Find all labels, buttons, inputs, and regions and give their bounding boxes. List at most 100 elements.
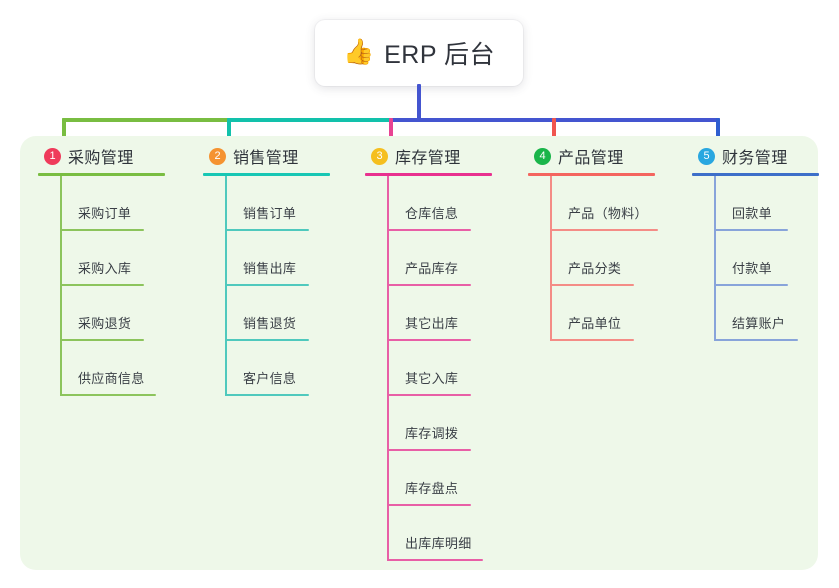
module-item-label: 付款单 [732, 261, 772, 276]
module-item-rule [550, 229, 658, 231]
module-item-label: 出库库明细 [405, 536, 472, 551]
module-item[interactable]: 出库库明细 [387, 506, 492, 561]
module-item-label: 产品单位 [568, 316, 622, 331]
module-badge-4: 4 [534, 147, 551, 165]
module-header-rule-3 [365, 173, 492, 176]
module-header-rule-4 [528, 173, 655, 176]
module-item-label: 其它入库 [405, 371, 459, 386]
drop-line-3 [389, 118, 393, 146]
module-column-4: 4 产品管理产品（物料） 产品分类产品单位 [528, 136, 658, 341]
module-title-3: 库存管理 [395, 150, 461, 167]
module-spine-1 [60, 176, 62, 396]
module-item-rule [225, 284, 309, 286]
module-item-label: 结算账户 [732, 316, 786, 331]
module-item-label: 库存盘点 [405, 481, 459, 496]
module-header-rule-2 [203, 173, 330, 176]
module-title-2: 销售管理 [233, 150, 299, 167]
module-item-rule [225, 229, 309, 231]
module-badge-5: 5 [698, 147, 715, 165]
module-item-label: 产品分类 [568, 261, 622, 276]
root-title: ERP 后台 [384, 41, 496, 69]
module-item-label: 库存调拨 [405, 426, 459, 441]
module-item-label: 销售出库 [243, 261, 297, 276]
module-item-label: 回款单 [732, 206, 772, 221]
module-item-rule [60, 229, 144, 231]
module-title-4: 产品管理 [558, 150, 624, 167]
module-item-label: 采购订单 [78, 206, 132, 221]
module-badge-3: 3 [371, 147, 388, 165]
module-header-3[interactable]: 3 库存管理 [365, 136, 492, 176]
module-item[interactable]: 采购入库 [60, 231, 165, 286]
module-header-rule-5 [692, 173, 819, 176]
module-item[interactable]: 其它出库 [387, 286, 492, 341]
module-item[interactable]: 库存盘点 [387, 451, 492, 506]
module-item[interactable]: 库存调拨 [387, 396, 492, 451]
module-item-label: 产品库存 [405, 261, 459, 276]
module-items-5: 回款单付款单结算账户 [714, 176, 819, 341]
module-item-rule [60, 284, 144, 286]
module-item-rule [387, 229, 471, 231]
module-item-rule [714, 284, 788, 286]
module-item[interactable]: 回款单 [714, 176, 819, 231]
module-item[interactable]: 其它入库 [387, 341, 492, 396]
module-header-4[interactable]: 4 产品管理 [528, 136, 655, 176]
root-node-card[interactable]: 👍 ERP 后台 [315, 20, 523, 86]
module-item[interactable]: 产品分类 [550, 231, 655, 286]
module-item[interactable]: 销售退货 [225, 286, 330, 341]
module-item-label: 供应商信息 [78, 371, 145, 386]
module-title-5: 财务管理 [722, 150, 788, 167]
module-item[interactable]: 产品库存 [387, 231, 492, 286]
module-title-1: 采购管理 [68, 150, 134, 167]
module-item-rule [225, 339, 309, 341]
module-header-5[interactable]: 5 财务管理 [692, 136, 819, 176]
drop-line-2 [227, 118, 231, 146]
module-item[interactable]: 客户信息 [225, 341, 330, 396]
module-item-rule [387, 559, 483, 561]
module-item-rule [60, 339, 144, 341]
thumbs-up-icon: 👍 [342, 37, 375, 66]
module-item-label: 销售订单 [243, 206, 297, 221]
module-items-3: 仓库信息产品库存其它出库其它入库库存调拨库存盘点出库库明细 [387, 176, 492, 561]
module-item-label: 采购退货 [78, 316, 132, 331]
module-item[interactable]: 付款单 [714, 231, 819, 286]
module-item[interactable]: 结算账户 [714, 286, 819, 341]
bar-segment-teal [227, 118, 393, 122]
module-item[interactable]: 仓库信息 [387, 176, 492, 231]
module-spine-5 [714, 176, 716, 341]
module-header-rule-1 [38, 173, 165, 176]
module-item[interactable]: 采购订单 [60, 176, 165, 231]
drop-line-5 [716, 118, 720, 146]
module-item[interactable]: 供应商信息 [60, 341, 165, 396]
trunk-line [417, 84, 421, 122]
module-badge-1: 1 [44, 147, 61, 165]
module-item-label: 产品（物料） [568, 206, 648, 221]
module-badge-2: 2 [209, 147, 226, 165]
drop-line-4 [552, 118, 556, 146]
module-item[interactable]: 产品单位 [550, 286, 655, 341]
modules-panel: 1 采购管理采购订单采购入库采购退货供应商信息 2 销售管理销售订单销售出库销售退货客… [20, 136, 819, 570]
module-spine-3 [387, 176, 389, 561]
module-item-label: 销售退货 [243, 316, 297, 331]
module-item[interactable]: 销售出库 [225, 231, 330, 286]
module-item-rule [550, 284, 634, 286]
module-column-2: 2 销售管理销售订单销售出库销售退货客户信息 [203, 136, 330, 396]
drop-line-1 [62, 118, 66, 146]
module-column-3: 3 库存管理仓库信息产品库存其它出库其它入库库存调拨库存盘点出库库明细 [365, 136, 492, 561]
module-item-label: 采购入库 [78, 261, 132, 276]
module-header-1[interactable]: 1 采购管理 [38, 136, 165, 176]
module-item-rule [60, 394, 156, 396]
module-item[interactable]: 产品（物料） [550, 176, 658, 231]
module-item[interactable]: 销售订单 [225, 176, 330, 231]
module-spine-4 [550, 176, 552, 341]
module-item-label: 其它出库 [405, 316, 459, 331]
module-item-rule [387, 339, 471, 341]
module-item[interactable]: 采购退货 [60, 286, 165, 341]
module-item-rule [225, 394, 309, 396]
module-header-2[interactable]: 2 销售管理 [203, 136, 330, 176]
bar-segment-green [62, 118, 231, 122]
module-spine-2 [225, 176, 227, 396]
module-items-2: 销售订单销售出库销售退货客户信息 [225, 176, 330, 396]
module-item-rule [387, 394, 471, 396]
module-item-rule [714, 339, 798, 341]
